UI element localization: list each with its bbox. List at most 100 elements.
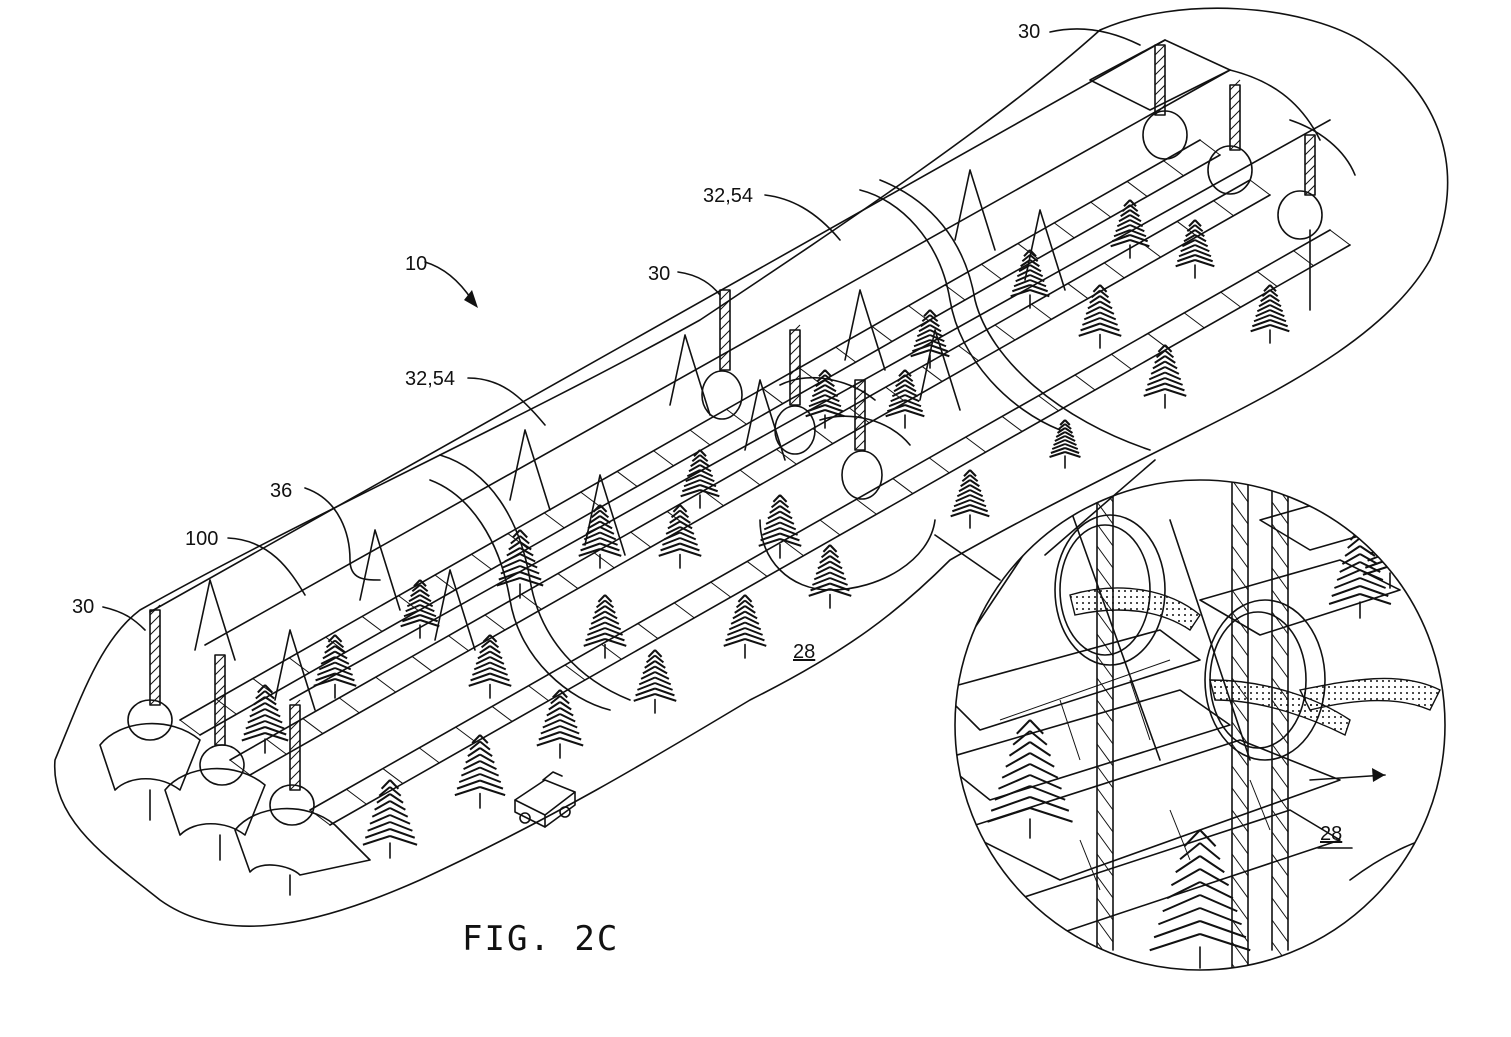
pylon-brace	[720, 330, 730, 340]
pylon-brace	[150, 645, 160, 655]
track-tie	[1068, 284, 1088, 299]
truss-brace	[1097, 634, 1113, 656]
pylon-brace	[720, 340, 730, 350]
track-tie	[412, 656, 432, 671]
truss-brace	[1272, 634, 1288, 656]
tree	[314, 635, 357, 686]
pylon-brace	[720, 360, 730, 370]
pylon-brace	[215, 705, 225, 715]
pylon-brace	[150, 625, 160, 635]
pylon-brace	[150, 665, 160, 675]
tree	[455, 735, 505, 795]
truss-brace	[1097, 722, 1113, 744]
truss-brace	[1232, 634, 1248, 656]
track-tie	[339, 698, 359, 713]
a-frame	[670, 335, 710, 415]
label-32-54-lower: 32,54	[405, 368, 455, 390]
pylon-brace	[720, 320, 730, 330]
track-tie	[747, 561, 767, 576]
pylon-brace	[1230, 100, 1240, 110]
truss-brace	[1272, 898, 1288, 920]
track-tie	[813, 429, 833, 444]
truss-brace	[1232, 524, 1248, 546]
track-tie	[346, 789, 366, 804]
pylon-brace	[150, 675, 160, 685]
pylon-brace	[855, 430, 865, 440]
truss-brace	[1272, 832, 1288, 854]
track-tie	[594, 553, 614, 568]
track-tie	[1257, 271, 1277, 286]
label-30-left: 30	[72, 596, 94, 618]
pylon-brace	[1230, 130, 1240, 140]
truss-brace	[1232, 546, 1248, 568]
label-100: 100	[185, 528, 218, 550]
truss-brace	[1097, 568, 1113, 590]
truss-brace	[1232, 502, 1248, 524]
pylon-brace	[1230, 90, 1240, 100]
track-tie	[383, 769, 403, 784]
tree	[579, 505, 622, 556]
pylon-brace	[720, 290, 730, 300]
truss-brace	[1272, 546, 1288, 568]
a-frame	[510, 430, 550, 510]
truss-brace	[1097, 920, 1113, 942]
track-tie	[1104, 263, 1124, 278]
track-tie	[419, 748, 439, 763]
tree	[681, 450, 720, 496]
track-tie	[1127, 181, 1147, 196]
track-tie	[1184, 313, 1204, 328]
pylon-brace	[1155, 45, 1165, 55]
track-tie	[820, 520, 840, 535]
tree	[634, 650, 677, 701]
track-tie	[638, 624, 658, 639]
pylon-brace	[1155, 85, 1165, 95]
tree	[724, 595, 767, 646]
pylon-brace	[290, 710, 300, 720]
truss-brace	[1272, 766, 1288, 788]
truss-brace	[1272, 656, 1288, 678]
tree	[1079, 285, 1122, 336]
pylon-brace	[150, 635, 160, 645]
pylon-brace	[150, 655, 160, 665]
pylon-brace	[790, 365, 800, 375]
track-tie	[654, 451, 674, 466]
pylon-brace	[1230, 120, 1240, 130]
pylon-brace	[215, 685, 225, 695]
truss-brace	[1097, 656, 1113, 678]
track-tie	[266, 739, 286, 754]
tree	[584, 595, 627, 646]
track-tie	[1214, 201, 1234, 216]
section-break-right	[860, 190, 1060, 430]
track-tie	[456, 727, 476, 742]
label-32-54-upper: 32,54	[703, 185, 753, 207]
track-tie	[544, 513, 564, 528]
detail-view	[935, 460, 1450, 986]
truss-brace	[1232, 568, 1248, 590]
track-tie	[521, 594, 541, 609]
track-tie	[674, 603, 694, 618]
pylon-brace	[215, 665, 225, 675]
truss-brace	[1232, 788, 1248, 810]
pylon-brace	[1230, 110, 1240, 120]
label-30-top-right: 30	[1018, 21, 1040, 43]
track-tie	[362, 616, 382, 631]
truss-brace	[1272, 942, 1288, 964]
truss-brace	[1232, 832, 1248, 854]
pylon-brace	[790, 345, 800, 355]
label-36: 36	[270, 480, 292, 502]
track-tie	[471, 554, 491, 569]
detail-tree	[1363, 510, 1417, 575]
truss-brace	[1272, 920, 1288, 942]
a-frame	[195, 580, 235, 660]
track-tie	[1075, 375, 1095, 390]
pylon-brace	[790, 385, 800, 395]
truss-brace	[1097, 898, 1113, 920]
tree	[759, 495, 802, 546]
track-tie	[799, 368, 819, 383]
track-tie	[529, 686, 549, 701]
track-tie	[966, 437, 986, 452]
track-tie	[1091, 202, 1111, 217]
pylon-brace	[720, 310, 730, 320]
truss-brace	[1097, 546, 1113, 568]
